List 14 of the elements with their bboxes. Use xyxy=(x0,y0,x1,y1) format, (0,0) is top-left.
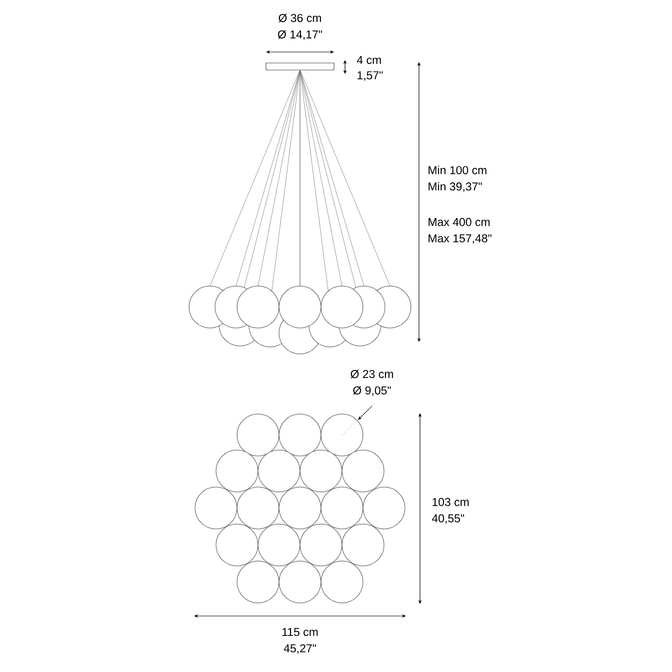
dimension-label: 4 cm xyxy=(356,56,381,64)
dimension-label: 1,57" xyxy=(358,71,383,81)
dimension-label: Min 39,37" xyxy=(428,182,482,192)
dimension-label: Ø 9,05" xyxy=(353,386,391,396)
dimension-label: Ø 36 cm xyxy=(278,14,321,22)
dimension-label: Min 100 cm xyxy=(428,166,486,174)
dimension-label: 115 cm xyxy=(282,628,318,636)
dimension-label: 45,27" xyxy=(284,644,316,654)
dimension-label: Ø 23 cm xyxy=(350,370,393,378)
dimension-label: 103 cm xyxy=(432,498,469,506)
dimension-label: Max 400 cm xyxy=(428,218,490,226)
dimension-label: Ø 14,17" xyxy=(278,30,322,40)
dimension-label: 40,55" xyxy=(432,514,464,524)
dimension-label: Max 157,48" xyxy=(428,234,492,244)
